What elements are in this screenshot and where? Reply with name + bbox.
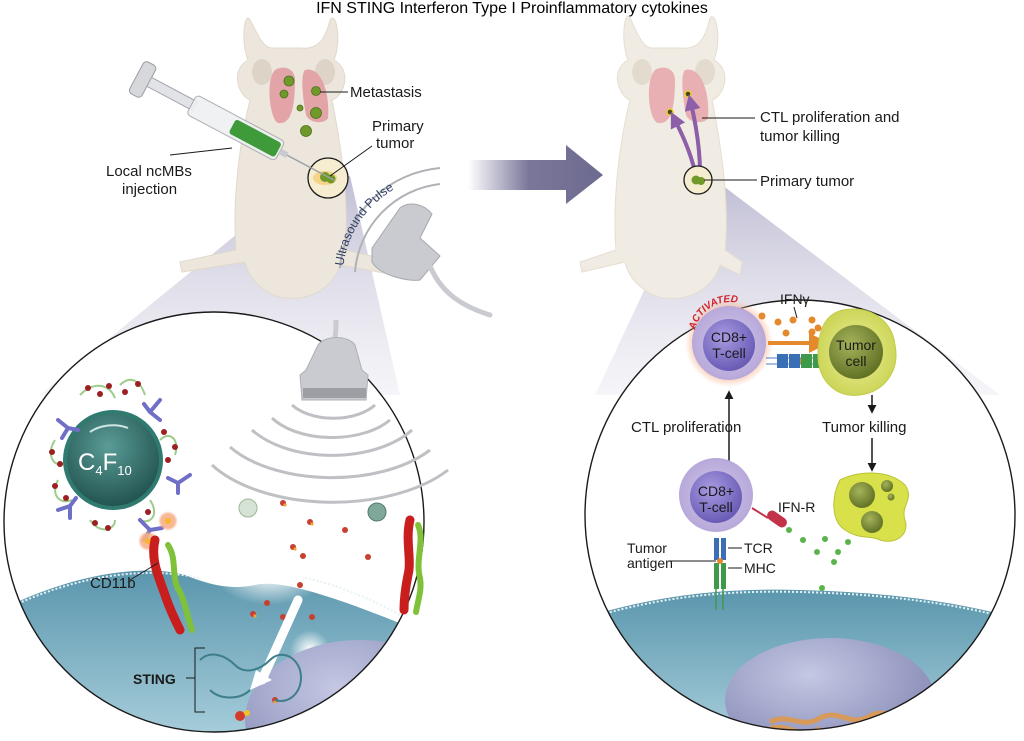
bubble-core: [67, 414, 159, 506]
cytokines-label: Proinflammatory cytokines: [520, 0, 708, 17]
sting-protein-icon: [199, 653, 302, 721]
sting-label: STING: [133, 671, 176, 687]
right-mouse-body: [579, 15, 743, 299]
metastasis-label: Metastasis: [350, 84, 422, 101]
primary-tumor-label: Primary tumor: [760, 173, 854, 190]
left-zoom-border: [3, 311, 425, 733]
ifn-secretion-arrowhead: STING Interferon Type I Proinflammatory …: [346, 0, 708, 17]
cd8-top-label-1: CD8+: [711, 329, 747, 345]
ctl-label-2: tumor killing: [760, 128, 840, 145]
ifn-r-stalk: [751, 507, 769, 519]
cd8-bottom-label-1: CD8+: [698, 483, 734, 499]
right-arrow-icon: [468, 145, 603, 204]
cd11b-label: CD11b: [90, 575, 136, 592]
ifn-gamma-leader: [793, 306, 798, 319]
mouse-ear: [632, 59, 652, 85]
ctl-proliferation-label: CTL proliferation: [631, 419, 741, 436]
injection-label-2: injection: [122, 181, 177, 198]
binding-point: [165, 518, 171, 524]
sonoporation-burst: [215, 545, 325, 605]
tumor-killing-label: Tumor killing: [822, 419, 906, 436]
ultrasound-probe-icon: [339, 167, 493, 318]
ctl-migration-arrow: [684, 94, 702, 173]
ifn-particles: [800, 536, 851, 591]
primary-tumor-label-2: tumor: [376, 135, 414, 152]
sting-label-right: STING: [346, 0, 396, 17]
mhc-label: MHC: [744, 560, 776, 576]
ifn-bound: [786, 527, 792, 533]
membrane-dots: [585, 590, 1015, 628]
syringe-icon: [128, 61, 336, 182]
nucleus: [725, 638, 935, 730]
ifn-secretion-arrow: STING Interferon Type I Proinflammatory …: [346, 0, 708, 17]
ifn-r-receptor: [767, 510, 787, 528]
tcell-nucleus: [703, 319, 755, 371]
injection-label-1: Local ncMBs: [106, 163, 192, 180]
tcr-label: TCR: [744, 540, 773, 556]
membrane-dots: [4, 571, 201, 613]
primary-tumor: [697, 177, 705, 185]
primary-tumor-leader: [329, 145, 373, 177]
uptake-arrowhead: [250, 670, 272, 690]
c4f10-label: C4F10: [78, 449, 132, 478]
tumor-antigen-label-2: antigen: [627, 555, 673, 571]
tumor-cell-nucleus: [829, 325, 883, 379]
cd11b-receptor: [149, 515, 424, 635]
lung-right: [302, 69, 329, 123]
microbubble: C4F10: [49, 378, 192, 551]
released-drug-particles: [238, 498, 387, 704]
sting-signal-arrow: STING Interferon Type I Proinflammatory …: [346, 0, 708, 17]
antibodies: [56, 398, 192, 542]
bubble-highlight: [89, 424, 129, 433]
killed-metastasis: [684, 90, 692, 98]
binding-point: [145, 538, 151, 544]
killed-metastasis: [666, 108, 674, 116]
dna-strand: [769, 724, 822, 730]
ctl-label-1: CTL proliferation and: [760, 109, 900, 126]
dying-tumor-cell: [833, 472, 910, 542]
ultrasound-waves: [210, 403, 449, 504]
ifn-r-label: IFN-R: [778, 499, 815, 515]
metastasis-nodules: [279, 75, 322, 137]
mouse-ear: [252, 59, 272, 85]
ifn-gamma-label: IFNγ: [780, 291, 810, 307]
interferon-label: Interferon Type I: [399, 0, 516, 17]
ifn-leader: IFN STING Interferon Type I Proinflammat…: [316, 0, 708, 17]
cd11b-leader: [129, 562, 159, 581]
tumor-cell-label-2: cell: [845, 353, 866, 369]
cd8-top-label-2: T-cell: [712, 345, 745, 361]
tumor-antigen-label-1: Tumor: [627, 540, 667, 556]
ifn-label: IFN: [316, 0, 342, 17]
sting-bracket: [194, 647, 205, 713]
tcr-mhc-complex: [714, 538, 726, 610]
left-zoom-circle: C4F10 CD11b: [3, 311, 449, 733]
injection-leader: [169, 147, 233, 156]
uptake-arrow: [257, 595, 303, 685]
left-mouse-body: [179, 17, 399, 299]
right-zoom-border: [584, 299, 1016, 731]
ultrasound-probe-icon: [299, 319, 369, 401]
tumor-cell-label-1: Tumor: [836, 337, 876, 353]
cd8-bottom-label-2: T-cell: [699, 499, 732, 515]
tcell-nucleus: [690, 471, 742, 523]
primary-tumor-label-1: Primary: [372, 118, 424, 135]
